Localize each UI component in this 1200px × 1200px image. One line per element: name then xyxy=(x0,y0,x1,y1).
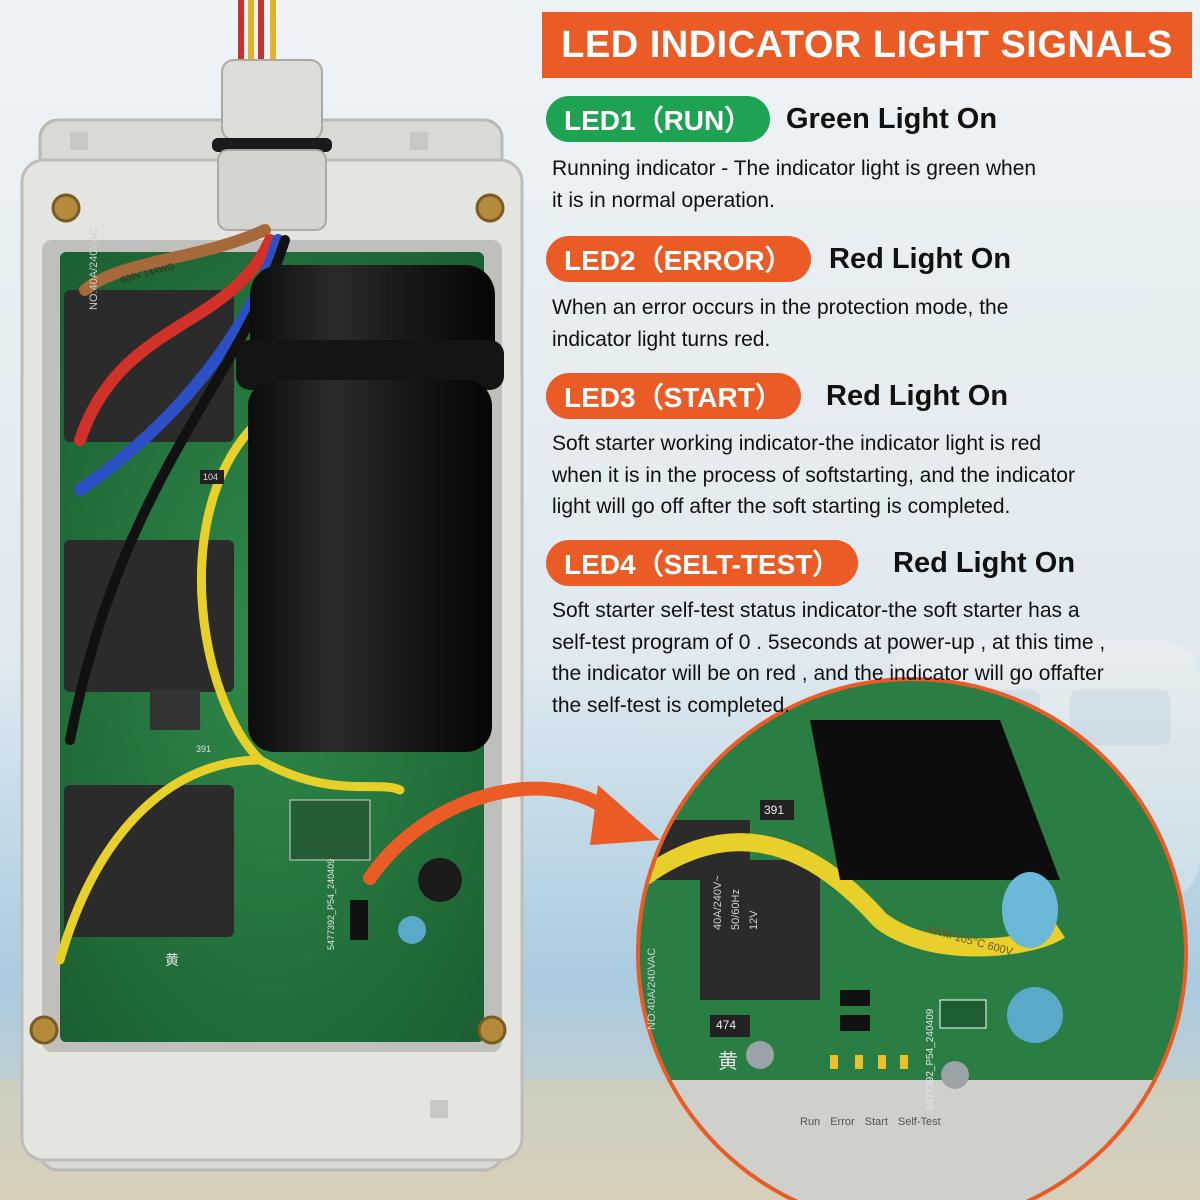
led4-label: LED4（SELT-TEST） xyxy=(564,549,841,580)
pcb-components xyxy=(150,470,462,944)
zoom-resistor-391: 391 xyxy=(764,803,785,817)
capacitor xyxy=(236,265,504,752)
led-label-start: Start xyxy=(864,1116,888,1128)
led1-label: LED1（RUN） xyxy=(564,105,753,136)
zoom-relay-rating: 40A/240V~ xyxy=(712,875,724,930)
led3-label: LED3（START） xyxy=(564,382,783,413)
zoom-relay-no: NO:40A/240VAC xyxy=(646,947,658,1030)
zoom-led-labels: Run Error Start Self-Test xyxy=(800,1116,941,1128)
led3-description: Soft starter working indicator-the indic… xyxy=(552,432,1075,518)
chinese-mark: 黄 xyxy=(165,952,179,968)
led2-description: When an error occurs in the protection m… xyxy=(552,296,1009,351)
relays xyxy=(64,290,234,937)
zoom-chinese-mark: 黄 xyxy=(718,1051,738,1073)
led4-state: Red Light On xyxy=(893,547,1076,579)
zoom-part-number: 5477392_P54_240409 xyxy=(925,1008,936,1110)
led1-pill: LED1（RUN） xyxy=(546,96,771,142)
title-banner: LED INDICATOR LIGHT SIGNALS xyxy=(542,12,1192,78)
led2-label: LED2（ERROR） xyxy=(564,245,793,276)
led-label-self-test: Self-Test xyxy=(897,1116,941,1128)
led4-description: Soft starter self-test status indicator-… xyxy=(552,599,1106,717)
cable-gland xyxy=(212,0,332,231)
zoom-resistor-474: 474 xyxy=(716,1018,737,1032)
led-label-error: Error xyxy=(830,1116,855,1128)
zoom-relay-dc: 12V xyxy=(748,910,760,930)
led2-pill: LED2（ERROR） xyxy=(546,236,811,282)
resistor-104: 104 xyxy=(203,472,219,482)
zoom-arrow-head xyxy=(590,785,660,845)
led-label-run: Run xyxy=(800,1116,821,1128)
led1-state: Green Light On xyxy=(786,103,998,135)
led4-pill: LED4（SELT-TEST） xyxy=(546,540,859,586)
led2-state: Red Light On xyxy=(829,243,1012,275)
zoom-relay-freq: 50/60Hz xyxy=(730,889,742,930)
led3-pill: LED3（START） xyxy=(546,373,801,419)
part-number: 5477392_P54_240409 xyxy=(326,858,336,950)
led1-description: Running indicator - The indicator light … xyxy=(552,157,1037,212)
led3-state: Red Light On xyxy=(826,380,1009,412)
resistor-391: 391 xyxy=(196,744,212,754)
page-title: LED INDICATOR LIGHT SIGNALS xyxy=(561,23,1173,66)
zoom-arrow xyxy=(363,781,627,885)
relay-label-1: NO:40A/240VAC xyxy=(88,227,100,310)
